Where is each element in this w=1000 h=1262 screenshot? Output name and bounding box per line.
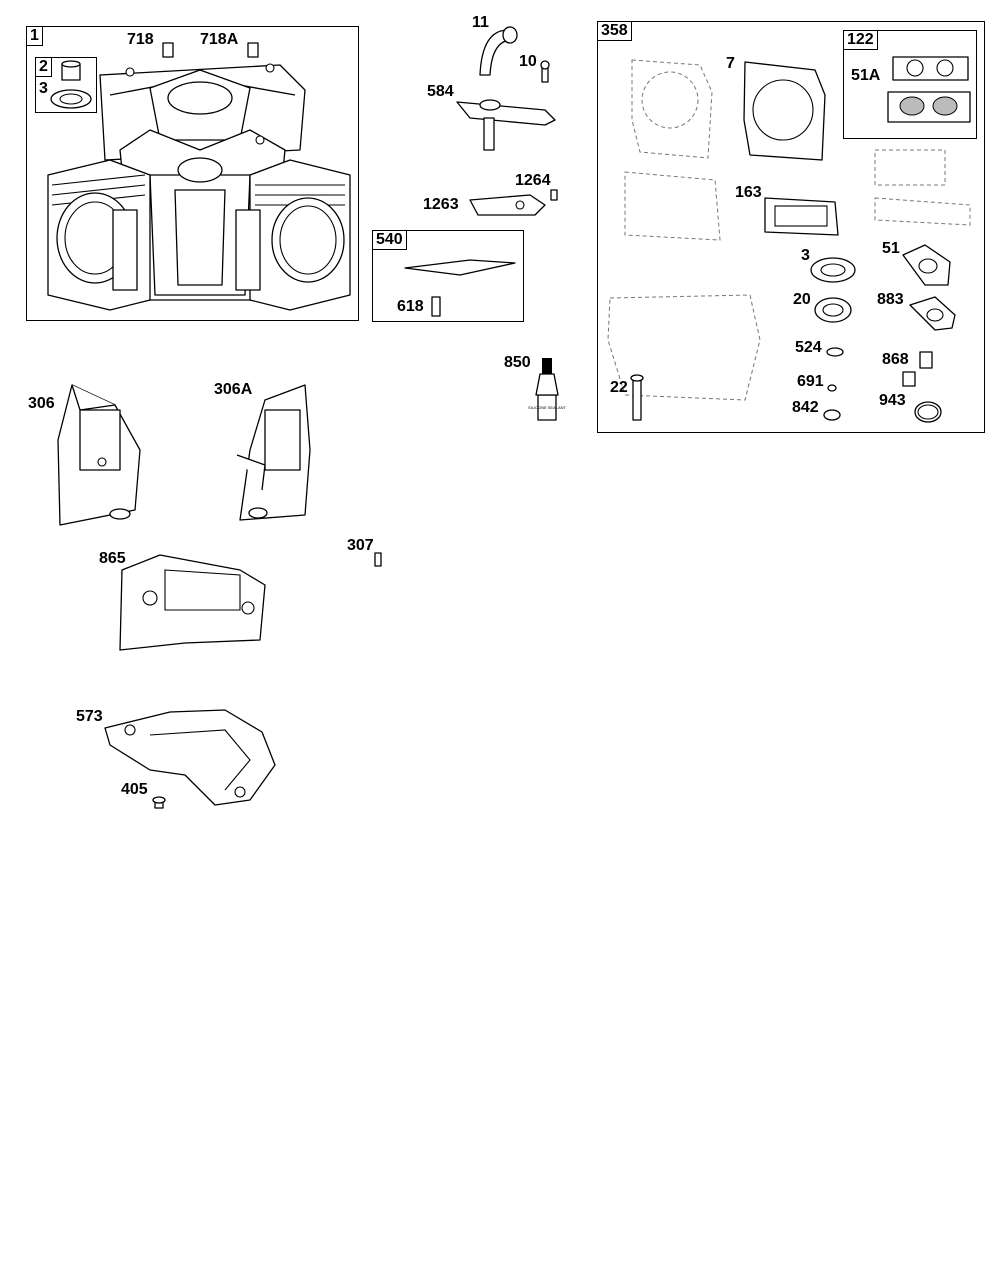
intake-gasket-kit-ref: 122 [843, 30, 878, 50]
intake-gasket-kit-box: 122 [843, 30, 977, 139]
label-718: 718 [127, 31, 154, 48]
label-7: 7 [726, 55, 735, 72]
dowel-718a-drawing [247, 42, 259, 58]
label-22: 22 [610, 379, 628, 396]
label-306a: 306A [214, 381, 253, 398]
label-524: 524 [795, 339, 822, 356]
ring-842-drawing [823, 409, 841, 421]
engine-block-ref: 1 [26, 26, 43, 46]
label-51: 51 [882, 240, 900, 257]
bolt-22-drawing [632, 377, 642, 421]
label-850: 850 [504, 354, 531, 371]
label-573: 573 [76, 708, 103, 725]
reed-plate-drawing [469, 194, 546, 216]
label-11: 11 [472, 14, 489, 31]
gasket-set-box: 358 [597, 21, 985, 433]
screw-307-drawing [374, 552, 382, 567]
label-1264: 1264 [515, 172, 551, 189]
label-306: 306 [28, 395, 55, 412]
ring-524-drawing [826, 347, 844, 357]
label-3-gasket: 3 [801, 247, 810, 264]
label-10: 10 [519, 53, 537, 70]
label-718a: 718A [200, 31, 239, 48]
breather-kit-box: 540 [372, 230, 524, 322]
crankcase-gasket-dashed-drawing [607, 294, 761, 401]
seal-868-drawing [919, 351, 933, 369]
reed-540-drawing [404, 259, 516, 276]
breather-kit-ref: 540 [372, 230, 407, 250]
label-20: 20 [793, 291, 811, 308]
screw-1264-drawing [550, 189, 558, 201]
dowel-718-drawing [162, 42, 174, 58]
label-691: 691 [797, 373, 824, 390]
engine-block-box: 1 [26, 26, 359, 321]
label-405: 405 [121, 781, 148, 798]
label-883: 883 [877, 291, 904, 308]
sealant-tube-text: SILICONE SEALANT [528, 405, 567, 410]
intake-gasket-drawing [892, 56, 969, 81]
label-3-block: 3 [39, 80, 48, 97]
label-307: 307 [347, 537, 374, 554]
label-618: 618 [397, 298, 424, 315]
valve-cover-gasket-dashed-drawing [624, 171, 721, 241]
screw-618-drawing [431, 296, 441, 317]
bushing-kit-box: 2 [35, 57, 97, 113]
breather-plate-drawing [456, 101, 556, 126]
label-163: 163 [735, 184, 762, 201]
label-865: 865 [99, 550, 126, 567]
gasket-set-ref: 358 [597, 21, 632, 41]
label-868: 868 [882, 351, 909, 368]
label-1263: 1263 [423, 196, 459, 213]
label-842: 842 [792, 399, 819, 416]
label-943: 943 [879, 392, 906, 409]
label-51a: 51A [851, 67, 881, 84]
head-gasket-dashed-drawing [631, 59, 713, 159]
cylinder-block-drawing [47, 63, 351, 311]
label-584: 584 [427, 83, 454, 100]
bushing-kit-ref: 2 [35, 57, 52, 77]
ring-691-drawing [827, 384, 837, 392]
